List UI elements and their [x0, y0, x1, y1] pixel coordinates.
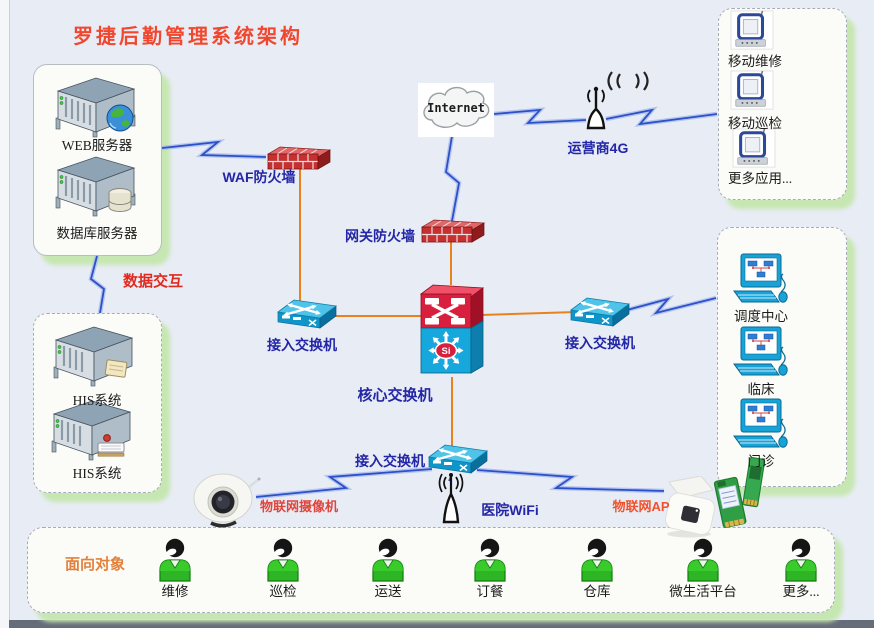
mobile-inspection-pda-icon: [728, 70, 776, 117]
outpatient-workstation-icon: [733, 398, 789, 455]
iot-module-2-icon: [738, 456, 768, 517]
gateway-firewall-icon: [419, 218, 487, 249]
internet-text: Internet: [427, 101, 485, 115]
access-switch-right-label: 接入交换机: [565, 335, 635, 351]
waf-firewall-icon: [265, 145, 333, 176]
internet-cloud-icon: Internet: [418, 83, 494, 142]
carrier-4g-label: 运营商4G: [567, 140, 629, 156]
his-server-1-icon: [48, 323, 138, 392]
carrier-4g-antenna-icon: [578, 68, 658, 135]
access-switch-bottom-icon: [427, 442, 489, 483]
person-meal-icon: [470, 537, 510, 588]
person-repair-label: 维修: [161, 584, 189, 599]
users-panel-title: 面向对象: [64, 556, 125, 573]
clinical-label: 临床: [747, 382, 775, 397]
window-bottom-edge: [9, 620, 874, 628]
person-platform-icon: [683, 537, 723, 588]
person-more-label: 更多...: [782, 584, 820, 599]
person-inspection-label: 巡检: [269, 584, 297, 599]
data-exchange-label: 数据交互: [122, 273, 183, 290]
hospital-wifi-label: 医院WiFi: [481, 502, 539, 518]
hospital-wifi-antenna-icon: [434, 460, 468, 529]
dispatch-center-workstation-icon: [733, 253, 789, 310]
more-apps-label: 更多应用...: [728, 171, 793, 186]
his-server-2-label: HIS系统: [72, 466, 122, 481]
web-server-label: WEB服务器: [61, 138, 133, 153]
outpatient-label: 门诊: [747, 454, 775, 469]
iot-camera-icon: [191, 462, 263, 533]
access-switch-bottom-label: 接入交换机: [355, 453, 425, 469]
gateway-firewall-label: 网关防火墙: [345, 228, 415, 244]
person-transport-icon: [368, 537, 408, 588]
his-server-1-label: HIS系统: [72, 393, 122, 408]
person-warehouse-label: 仓库: [583, 584, 611, 599]
core-switch-icon: Si: [419, 281, 485, 386]
person-transport-label: 运送: [374, 584, 402, 599]
person-platform-label: 微生活平台: [669, 584, 737, 599]
access-switch-left-label: 接入交换机: [267, 337, 337, 353]
clinical-workstation-icon: [733, 326, 789, 383]
access-switch-left-icon: [276, 297, 338, 338]
database-server-label: 数据库服务器: [56, 226, 138, 241]
person-meal-label: 订餐: [476, 584, 504, 599]
core-switch-badge: Si: [442, 346, 451, 357]
mobile-repair-pda-icon: [728, 10, 776, 57]
more-apps-pda-icon: [730, 128, 778, 175]
access-switch-right-icon: [569, 295, 631, 336]
iot-module-icon: [710, 474, 750, 539]
waf-firewall-label: WAF防火墙: [222, 169, 296, 185]
core-switch-label: 核心交换机: [357, 387, 433, 404]
iot-ap-icon: [655, 475, 725, 543]
mobile-repair-label: 移动维修: [728, 54, 782, 69]
page-left-margin: [0, 0, 10, 628]
web-server-icon: [50, 74, 140, 143]
dispatch-center-label: 调度中心: [734, 309, 788, 324]
page-title: 罗捷后勤管理系统架构: [73, 26, 303, 48]
iot-camera-label: 物联网摄像机: [259, 499, 338, 514]
person-inspection-icon: [263, 537, 303, 588]
database-server-icon: [50, 153, 140, 222]
iot-ap-label: 物联网AP: [612, 499, 670, 514]
person-warehouse-icon: [577, 537, 617, 588]
lan-line-group: [299, 167, 577, 448]
mobile-inspection-label: 移动巡检: [728, 116, 782, 131]
comm-link-group: [89, 108, 718, 498]
his-server-2-icon: [46, 397, 136, 466]
person-more-icon: [781, 537, 821, 588]
person-repair-icon: [155, 537, 195, 588]
